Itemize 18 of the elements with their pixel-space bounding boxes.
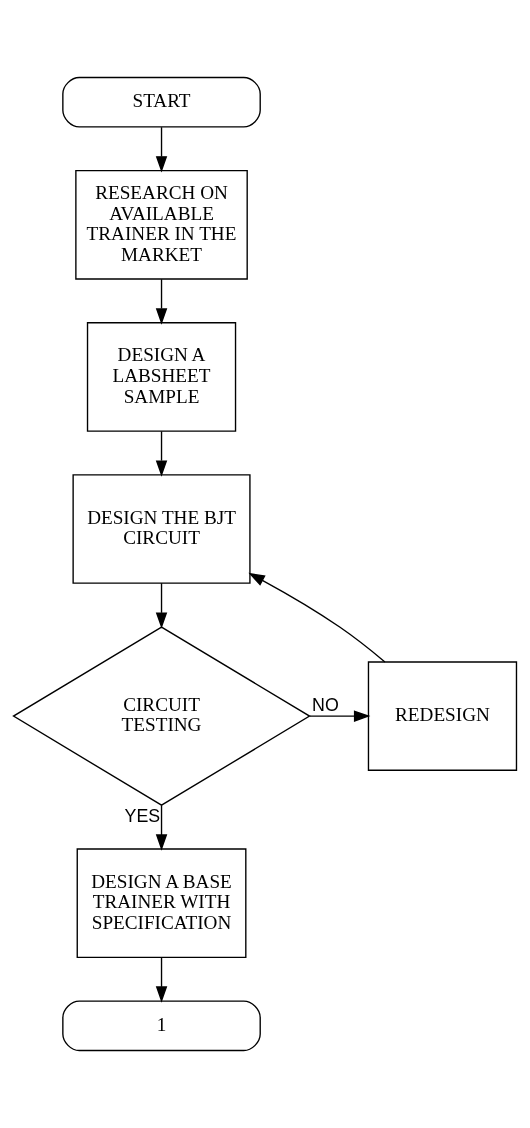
arrow — [155, 126, 168, 173]
arrow — [155, 278, 168, 325]
arrow — [309, 710, 371, 722]
node-box: DESIGN A BASE TRAINER WITH SPECIFICATION — [76, 848, 247, 958]
arrow — [155, 430, 168, 477]
node-box: START — [62, 76, 261, 128]
edge-label: YES — [124, 805, 161, 826]
node-box: 1 — [62, 1000, 261, 1052]
node-box: REDESIGN — [367, 661, 518, 771]
node-box: RESEARCH ON AVAILABLE TRAINER IN THE MARKET — [75, 170, 248, 280]
arrow — [155, 804, 168, 851]
edge-label: NO — [312, 695, 339, 716]
arrow — [248, 572, 386, 663]
node-box: DESIGN A LABSHEET SAMPLE — [86, 322, 237, 432]
node-diamond: CIRCUIT TESTING — [12, 626, 311, 806]
arrow — [155, 582, 168, 629]
arrow — [155, 956, 168, 1003]
node-box: DESIGN THE BJT CIRCUIT — [72, 474, 251, 584]
